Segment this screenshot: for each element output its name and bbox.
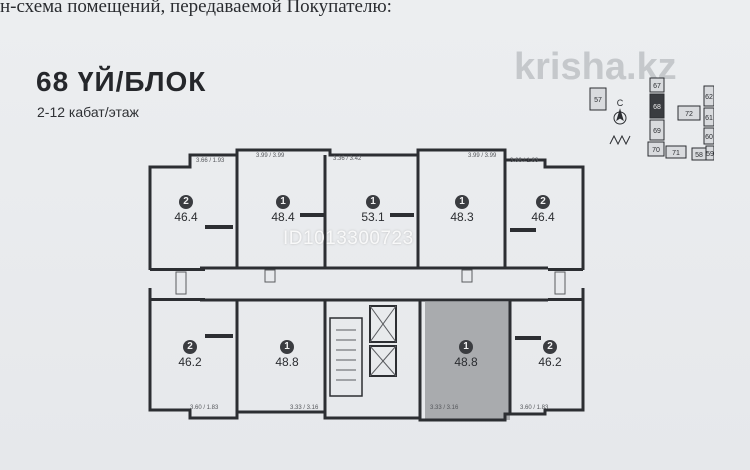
- apartment-area: 46.2: [538, 355, 562, 369]
- dimension-note: 3.66 / 1.93: [196, 158, 225, 164]
- site-label-60: 60: [705, 134, 713, 141]
- site-block-57: [589, 87, 607, 111]
- site-label-72: 72: [685, 111, 693, 118]
- site-label-62: 62: [705, 94, 713, 101]
- site-block-71: [665, 145, 687, 159]
- elevator-2: [369, 345, 397, 377]
- shaft-2: [461, 269, 473, 283]
- dimension-note: 3.60 / 1.83: [190, 405, 219, 411]
- wall-outline-bottom: [148, 288, 585, 422]
- room-count-badge: 2: [183, 340, 197, 354]
- wall-stub-1: [205, 225, 233, 229]
- site-label-58: 58: [695, 152, 703, 159]
- wall-stub-2: [300, 213, 324, 217]
- site-label-71: 71: [672, 150, 680, 157]
- dimension-note: 3.33 / 3.16: [290, 405, 319, 411]
- apartment-area: 53.1: [361, 210, 385, 224]
- site-block-69: [649, 119, 665, 141]
- room-count-badge: 1: [459, 340, 473, 354]
- elevator-2-cross-b: [369, 345, 397, 377]
- site-block-61: [703, 107, 714, 127]
- compass-label: С: [617, 98, 624, 108]
- dimension-note: 3.99 / 3.99: [256, 153, 285, 159]
- highlighted-apartment-fill: [425, 302, 510, 420]
- balcony-left-top: [175, 271, 187, 295]
- apartment-area: 46.2: [178, 355, 202, 369]
- wall-stub-5: [205, 334, 233, 338]
- room-count-badge: 1: [366, 195, 380, 209]
- apartment-area: 48.8: [454, 355, 478, 369]
- shaft-1: [264, 269, 276, 283]
- apartment-area: 48.4: [271, 210, 295, 224]
- wall-stub-6: [515, 336, 541, 340]
- apartment-area: 48.3: [450, 210, 474, 224]
- wall-stub-9: [150, 298, 205, 301]
- dimension-note: 3.60 / 1.83: [520, 405, 549, 411]
- room-count-badge: 2: [536, 195, 550, 209]
- dimension-note: 3.33 / 3.16: [430, 405, 459, 411]
- floors-label: 2-12 кабат/этаж: [37, 104, 139, 120]
- site-label-61: 61: [705, 115, 713, 122]
- elevator-1-cross-b: [369, 305, 397, 343]
- site-map: 57 67 68 69 70 71 72 58 59 60 61 62 С: [589, 77, 714, 161]
- site-label-69: 69: [653, 128, 661, 135]
- site-block-60: [703, 127, 714, 145]
- site-label-70: 70: [652, 147, 660, 154]
- site-block-70: [647, 141, 665, 157]
- compass-icon: [609, 108, 631, 146]
- room-count-badge: 1: [280, 340, 294, 354]
- room-count-badge: 2: [543, 340, 557, 354]
- stair-core: [329, 317, 363, 397]
- site-label-59: 59: [706, 151, 714, 158]
- listing-id-overlay: ID1013300723: [283, 228, 414, 249]
- apartment-area: 46.4: [174, 210, 198, 224]
- block-title: 68 ҮЙ/БЛОК: [36, 66, 207, 97]
- dimension-note: 3.66 / 1.83: [510, 158, 539, 164]
- wall-stub-7: [150, 268, 205, 271]
- site-label-68: 68: [653, 104, 661, 111]
- wall-stub-10: [548, 298, 583, 301]
- wall-stub-8: [548, 268, 583, 271]
- room-count-badge: 2: [179, 195, 193, 209]
- dimension-note: 3.36 / 3.42: [333, 156, 362, 162]
- document-caption: н-схема помещений, передаваемой Покупате…: [0, 0, 392, 17]
- site-block-72: [677, 105, 701, 121]
- site-block-59: [705, 145, 714, 161]
- dimension-note: 3.99 / 3.99: [468, 153, 497, 159]
- balcony-right-top: [554, 271, 566, 295]
- site-block-67: [649, 77, 665, 93]
- site-block-68: [649, 93, 665, 119]
- room-count-badge: 1: [455, 195, 469, 209]
- site-block-62: [703, 85, 714, 107]
- wall-stub-3: [390, 213, 414, 217]
- site-label-67: 67: [653, 83, 661, 90]
- elevator-1: [369, 305, 397, 343]
- site-label-57: 57: [594, 97, 602, 104]
- apartment-area: 46.4: [531, 210, 555, 224]
- wall-outline-top: [148, 148, 585, 270]
- apartment-area: 48.8: [275, 355, 299, 369]
- room-count-badge: 1: [276, 195, 290, 209]
- wall-stub-4: [510, 228, 536, 232]
